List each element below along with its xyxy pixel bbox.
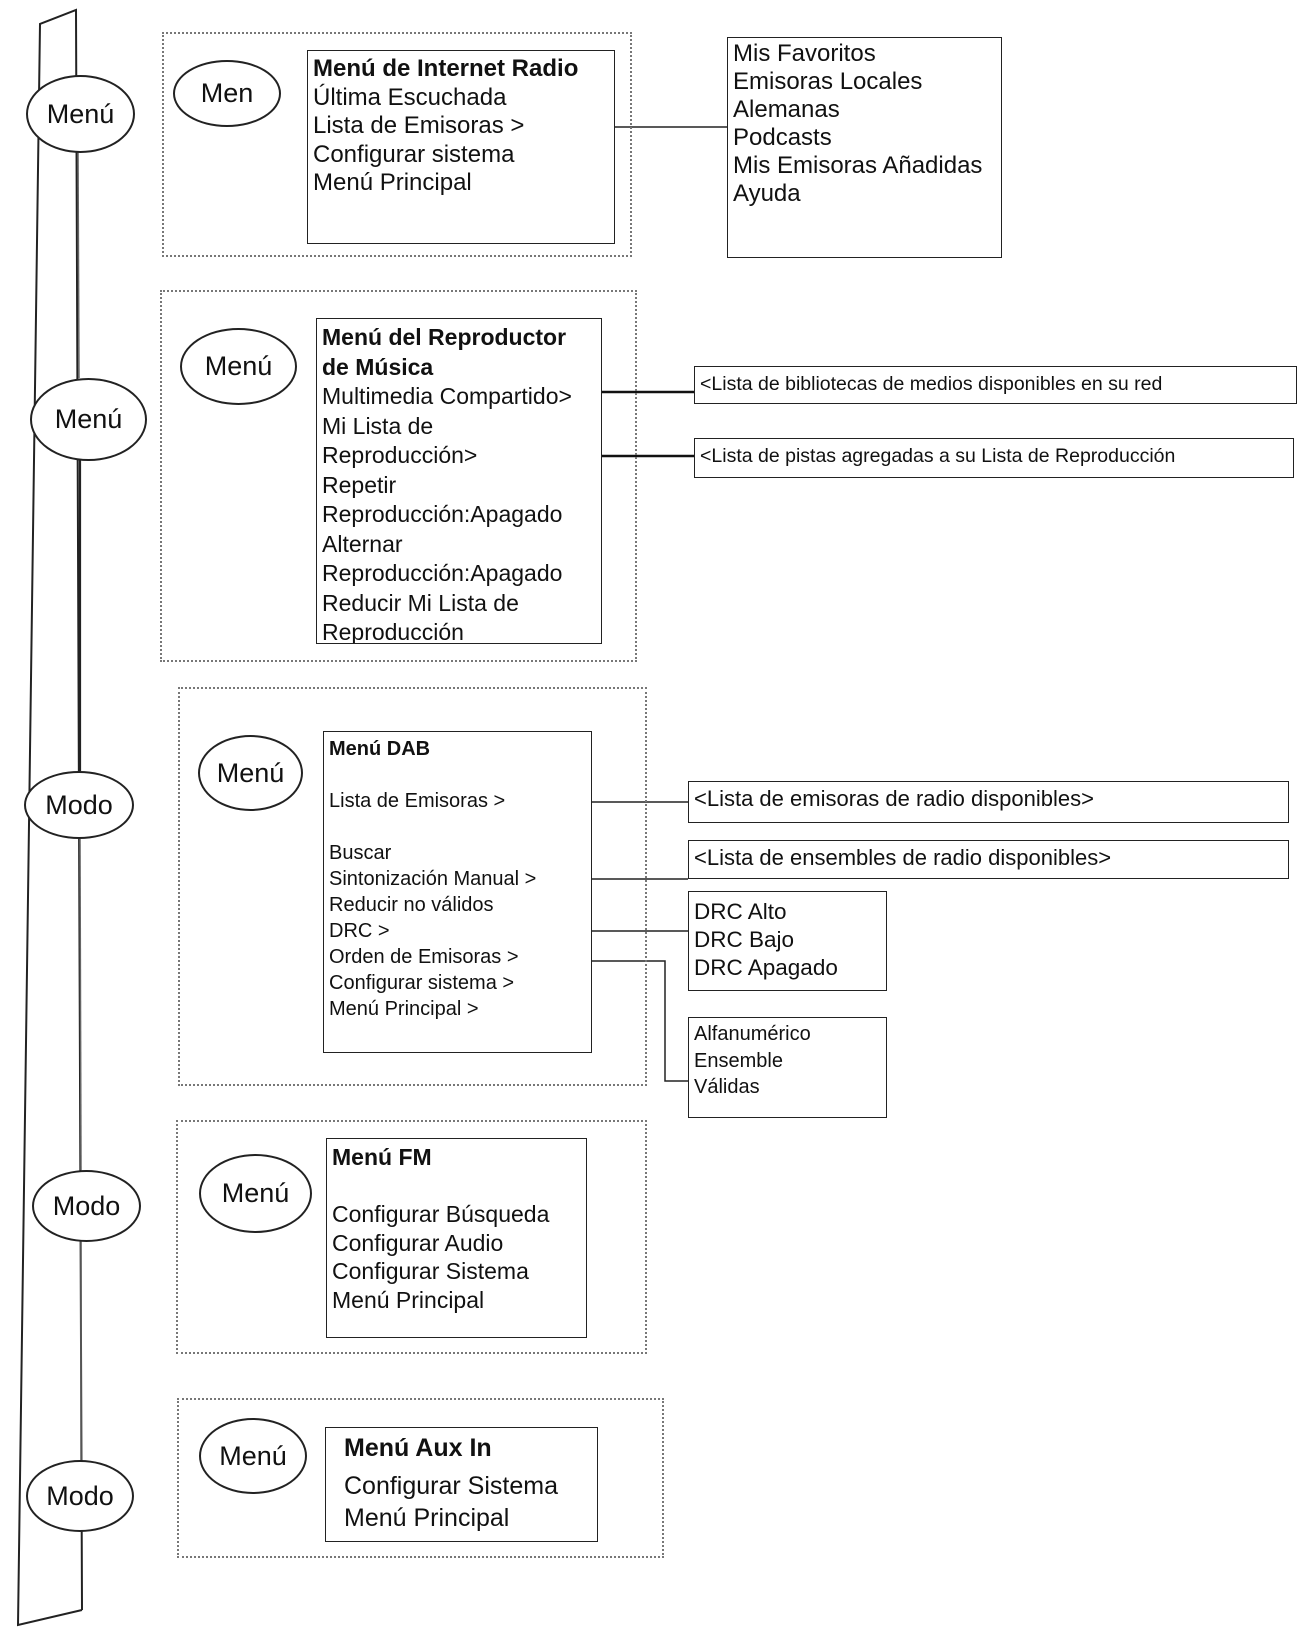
station-order-box: Alfanumérico Ensemble Válidas: [688, 1017, 887, 1118]
music-player-item: Repetir: [322, 471, 397, 498]
station-list-item: Ayuda: [733, 180, 801, 207]
music-player-title: de Música: [322, 353, 434, 380]
dab-oval: Menú: [198, 735, 303, 811]
fm-panel: [176, 1120, 647, 1354]
station-order-option: Alfanumérico: [694, 1023, 811, 1045]
station-list-box: Mis Favoritos Emisoras Locales Alemanas …: [727, 37, 1002, 258]
aux-in-title: Menú Aux In: [344, 1434, 492, 1462]
station-order-option: Válidas: [694, 1076, 760, 1098]
spine-segment-3: [79, 838, 82, 1171]
internet-radio-panel: [162, 32, 632, 257]
dab-ensembles-note: <Lista de ensembles de radio disponibles…: [688, 840, 1289, 879]
drc-option: DRC Bajo: [694, 927, 795, 952]
fm-item: Configurar Sistema: [332, 1258, 529, 1284]
music-player-title: Menú del Reproductor: [322, 324, 567, 350]
music-player-item: Alternar: [322, 530, 403, 557]
music-player-item: Reproducción:Apagado: [322, 560, 563, 586]
dab-stations-note: <Lista de emisoras de radio disponibles>: [688, 781, 1289, 823]
dab-item: Configurar sistema >: [329, 972, 515, 994]
station-list-item: Mis Favoritos: [733, 40, 876, 67]
link-dab-order: [565, 960, 688, 1082]
playlist-note: <Lista de pistas agregadas a su Lista de…: [694, 438, 1294, 478]
fm-item: Configurar Búsqueda: [332, 1201, 550, 1227]
dab-item: Sintonización Manual >: [329, 868, 537, 890]
dab-item: DRC >: [329, 920, 390, 942]
fm-item-spacer: [332, 1172, 581, 1201]
internet-radio-item: Lista de Emisoras >: [313, 112, 525, 139]
music-player-item: Reproducción>: [322, 442, 478, 468]
station-list-item: Podcasts: [733, 124, 832, 151]
dab-item-spacer: [329, 814, 586, 840]
aux-in-item: Menú Principal: [344, 1504, 510, 1532]
dab-title: Menú DAB: [329, 738, 431, 760]
internet-radio-item: Menú Principal: [313, 169, 472, 196]
left-oval-4: Modo: [32, 1170, 141, 1242]
aux-in-item: Configurar Sistema: [344, 1472, 558, 1500]
music-player-item: Reproducción: [322, 619, 464, 644]
dab-item: Menú Principal >: [329, 998, 479, 1020]
internet-radio-menu: Menú de Internet Radio Última Escuchada …: [307, 50, 615, 244]
music-player-item: Multimedia Compartido>: [322, 383, 572, 409]
music-player-oval: Menú: [180, 328, 297, 405]
left-oval-3: Modo: [24, 771, 134, 839]
aux-in-panel: [177, 1398, 664, 1558]
dab-item: Orden de Emisoras >: [329, 946, 519, 968]
internet-radio-title: Menú de Internet Radio: [313, 55, 579, 82]
drc-options-box: DRC Alto DRC Bajo DRC Apagado: [688, 891, 887, 991]
drc-option: DRC Alto: [694, 899, 787, 924]
left-oval-2: Menú: [30, 378, 147, 461]
left-bracket: [16, 8, 83, 1627]
music-player-item: Reproducción:Apagado: [322, 501, 563, 527]
music-player-item: Mi Lista de: [322, 412, 434, 439]
station-order-option: Ensemble: [694, 1049, 783, 1072]
aux-in-oval: Menú: [199, 1418, 307, 1494]
dab-item: Buscar: [329, 842, 392, 864]
music-player-item: Reducir Mi Lista de: [322, 589, 519, 616]
fm-title: Menú FM: [332, 1144, 432, 1170]
internet-radio-item: Última Escuchada: [313, 83, 507, 111]
fm-item: Configurar Audio: [332, 1229, 504, 1256]
fm-menu: Menú FM Configurar Búsqueda Configurar A…: [326, 1138, 587, 1338]
aux-in-menu: Menú Aux In Configurar Sistema Menú Prin…: [325, 1427, 598, 1542]
station-list-item: Alemanas: [733, 96, 840, 123]
station-list-item: Emisoras Locales: [733, 68, 923, 95]
dab-menu: Menú DAB Lista de Emisoras > Buscar Sint…: [323, 731, 592, 1053]
dab-item-spacer: [329, 762, 586, 788]
dab-panel: [178, 687, 647, 1086]
music-player-menu: Menú del Reproductor de Música Multimedi…: [316, 318, 602, 644]
dab-item: Reducir no válidos: [329, 894, 494, 916]
music-player-panel: [160, 290, 637, 662]
drc-option: DRC Apagado: [694, 955, 838, 980]
internet-radio-item: Configurar sistema: [313, 140, 515, 168]
spine-segment-1: [77, 146, 80, 379]
station-list-item: Mis Emisoras Añadidas: [733, 152, 983, 179]
shared-media-note: <Lista de bibliotecas de medios disponib…: [694, 366, 1297, 404]
left-oval-5: Modo: [26, 1460, 134, 1532]
left-oval-1: Menú: [26, 75, 135, 153]
internet-radio-oval: Men: [173, 60, 281, 127]
dab-item: Lista de Emisoras >: [329, 790, 506, 812]
fm-oval: Menú: [199, 1154, 312, 1233]
fm-item: Menú Principal: [332, 1286, 485, 1313]
